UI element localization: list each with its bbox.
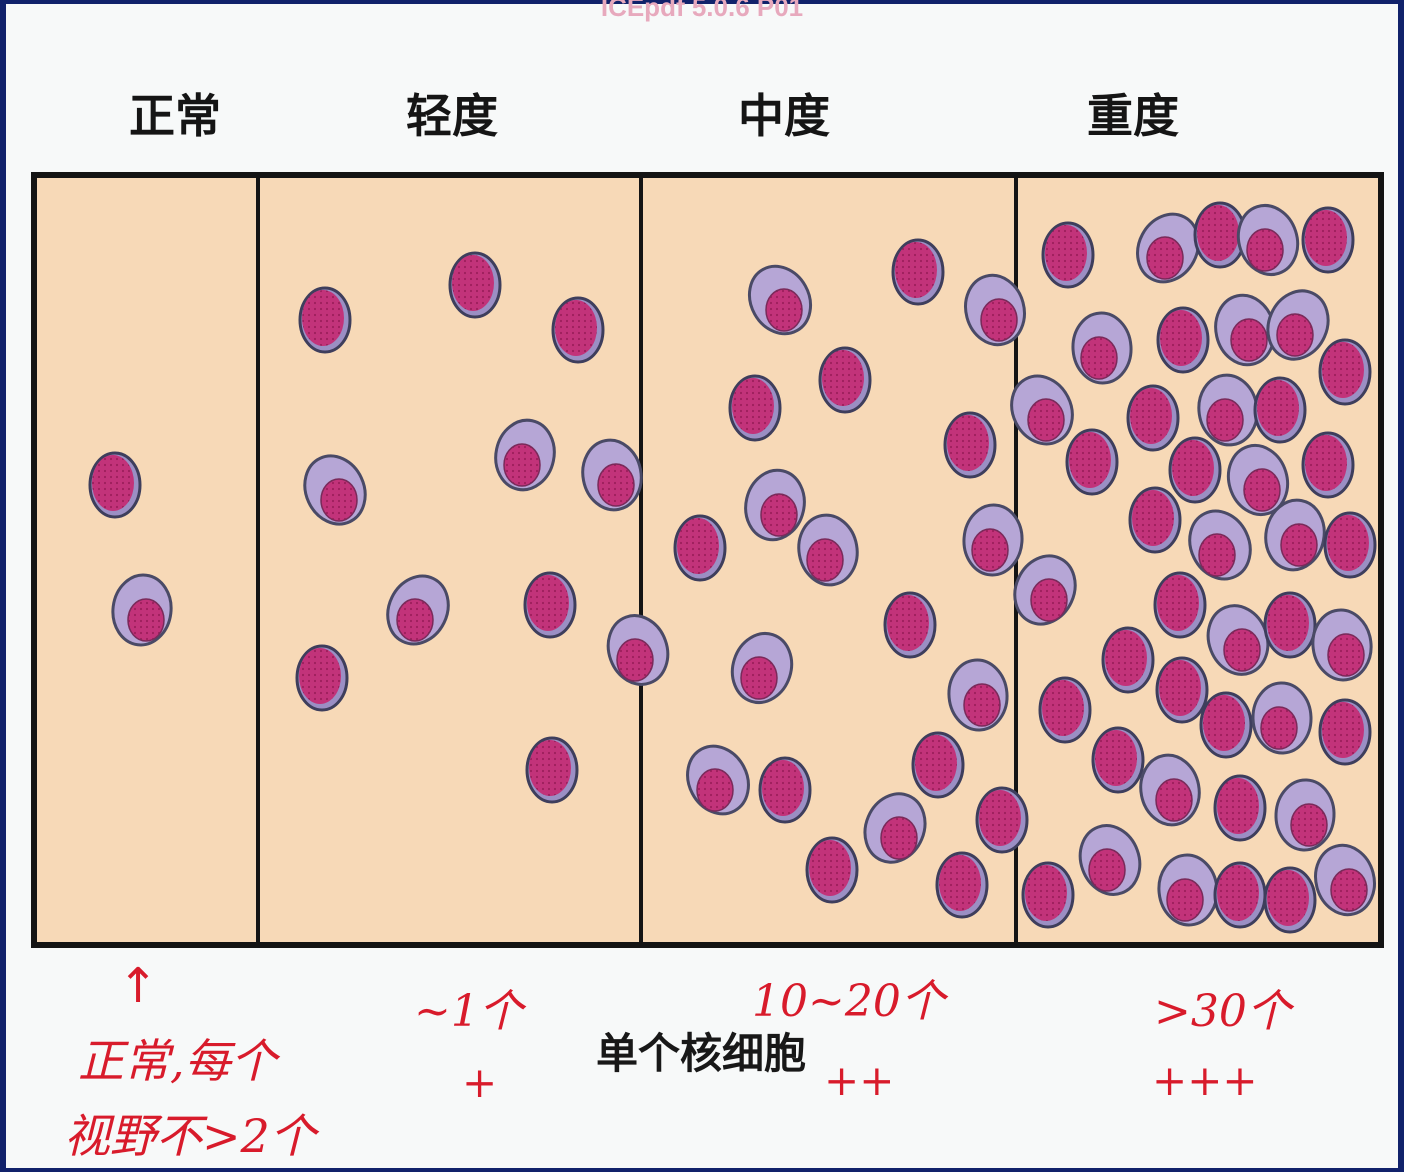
lymphocyte-cell bbox=[1301, 431, 1355, 499]
monocyte-cell bbox=[303, 454, 367, 526]
lymphocyte-cell bbox=[88, 451, 142, 519]
monocyte-cell bbox=[962, 503, 1024, 577]
lymphocyte-cell bbox=[1213, 774, 1267, 842]
lymphocyte-cell bbox=[943, 411, 997, 479]
lymphocyte-cell bbox=[1199, 691, 1253, 759]
lymphocyte-cell bbox=[883, 591, 937, 659]
lymphocyte-cell bbox=[758, 756, 812, 824]
monocyte-cell bbox=[1274, 778, 1336, 852]
lymphocyte-cell bbox=[1263, 866, 1317, 934]
monocyte-cell bbox=[744, 468, 806, 542]
lymphocyte-cell bbox=[818, 346, 872, 414]
monocyte-cell bbox=[1311, 608, 1373, 682]
monocyte-cell bbox=[1314, 843, 1376, 917]
monocyte-cell bbox=[1236, 204, 1300, 276]
monocyte-cell bbox=[964, 273, 1026, 347]
moderate-grade-annotation: ++ bbox=[824, 1056, 895, 1105]
lymphocyte-cell bbox=[673, 514, 727, 582]
mild-count-annotation: ~1个 bbox=[414, 986, 523, 1037]
monocyte-cell bbox=[1264, 498, 1326, 572]
monocyte-cell bbox=[1214, 293, 1276, 367]
monocyte-cell bbox=[494, 418, 556, 492]
monocyte-cell bbox=[730, 632, 794, 704]
mild-grade-annotation: + bbox=[462, 1058, 498, 1107]
lymphocyte-cell bbox=[1301, 206, 1355, 274]
monocyte-cell bbox=[111, 573, 173, 647]
header-severe: 重度 bbox=[1087, 89, 1179, 143]
header-moderate: 中度 bbox=[738, 89, 830, 143]
lymphocyte-cell bbox=[728, 374, 782, 442]
lymphocyte-cell bbox=[1091, 726, 1145, 794]
severe-count-annotation: >30个 bbox=[1154, 986, 1291, 1037]
monocyte-cell bbox=[606, 614, 670, 686]
lymphocyte-cell bbox=[1155, 656, 1209, 724]
lymphocyte-cell bbox=[1168, 436, 1222, 504]
monocyte-cell bbox=[863, 792, 927, 864]
lymphocyte-cell bbox=[1101, 626, 1155, 694]
lymphocyte-cell bbox=[805, 836, 859, 904]
header-normal: 正常 bbox=[129, 89, 221, 143]
lymphocyte-cell bbox=[1193, 201, 1247, 269]
monocyte-cell bbox=[1251, 681, 1313, 755]
lymphocyte-cell bbox=[1153, 571, 1207, 639]
caption-mononuclear-cell: 单个核细胞 bbox=[596, 1029, 807, 1078]
severe-grade-annotation: +++ bbox=[1152, 1056, 1258, 1105]
lymphocyte-cell bbox=[551, 296, 605, 364]
monocyte-cell bbox=[686, 744, 750, 816]
arrow-annotation: ↑ bbox=[118, 958, 159, 1014]
monocyte-cell bbox=[1071, 311, 1133, 385]
lymphocyte-cell bbox=[935, 851, 989, 919]
lymphocyte-cell bbox=[1038, 676, 1092, 744]
lymphocyte-cell bbox=[1263, 591, 1317, 659]
monocyte-cell bbox=[581, 438, 643, 512]
monocyte-cell bbox=[1188, 509, 1252, 581]
normal-annotation-line2: 视野不>2个 bbox=[64, 1109, 316, 1163]
lymphocyte-cell bbox=[1323, 511, 1377, 579]
monocyte-cell bbox=[947, 658, 1009, 732]
monocyte-cell bbox=[1078, 824, 1142, 896]
lymphocyte-cell bbox=[1041, 221, 1095, 289]
cells-layer bbox=[88, 201, 1377, 934]
monocyte-cell bbox=[1266, 289, 1330, 361]
lymphocyte-cell bbox=[1128, 486, 1182, 554]
watermark-text: ICEpdf 5.0.6 P01 bbox=[600, 0, 804, 22]
lymphocyte-cell bbox=[295, 644, 349, 712]
monocyte-cell bbox=[1139, 753, 1201, 827]
monocyte-cell bbox=[797, 513, 859, 587]
lymphocyte-cell bbox=[1318, 698, 1372, 766]
lymphocyte-cell bbox=[1065, 428, 1119, 496]
moderate-count-annotation: 10~20个 bbox=[752, 976, 945, 1027]
lymphocyte-cell bbox=[975, 786, 1029, 854]
normal-annotation-line1: 正常,每个 bbox=[78, 1034, 277, 1088]
lymphocyte-cell bbox=[911, 731, 965, 799]
lymphocyte-cell bbox=[298, 286, 352, 354]
monocyte-cell bbox=[1226, 443, 1290, 517]
monocyte-cell bbox=[386, 574, 450, 646]
monocyte-cell bbox=[1206, 604, 1270, 676]
lymphocyte-cell bbox=[1213, 861, 1267, 929]
monocyte-cell bbox=[1197, 373, 1259, 447]
monocyte-cell bbox=[1013, 554, 1077, 626]
lymphocyte-cell bbox=[525, 736, 579, 804]
header-mild: 轻度 bbox=[406, 89, 498, 143]
lymphocyte-cell bbox=[448, 251, 502, 319]
lymphocyte-cell bbox=[1253, 376, 1307, 444]
monocyte-cell bbox=[1136, 212, 1200, 284]
lymphocyte-cell bbox=[523, 571, 577, 639]
lymphocyte-cell bbox=[1021, 861, 1075, 929]
monocyte-cell bbox=[1010, 374, 1074, 446]
monocyte-cell bbox=[747, 264, 813, 336]
lymphocyte-cell bbox=[1126, 384, 1180, 452]
lymphocyte-cell bbox=[1318, 338, 1372, 406]
lymphocyte-cell bbox=[891, 238, 945, 306]
lymphocyte-cell bbox=[1156, 306, 1210, 374]
